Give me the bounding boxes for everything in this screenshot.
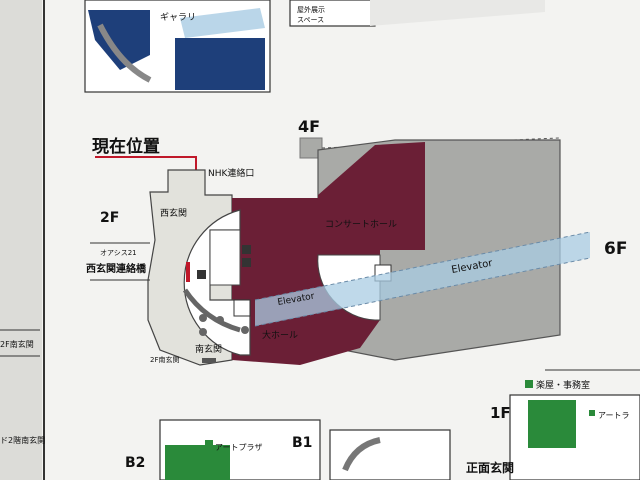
pillar-icon	[199, 314, 207, 322]
you-are-here-title: 現在位置	[92, 136, 160, 157]
west-entrance-label: 西玄関	[160, 207, 187, 219]
nhk-link-label: NHK連絡口	[208, 167, 254, 179]
oasis21-label: オアシス21	[100, 249, 137, 257]
restroom-icon	[197, 270, 206, 279]
concert-hall-label: コンサートホール	[325, 219, 397, 230]
green-room-label: 楽屋・事務室	[536, 379, 590, 391]
accessible-restroom-icon	[242, 258, 251, 267]
left-edge-legend: 2F南玄関 ド2階南玄関	[0, 329, 45, 445]
outdoor-exhibition-label: 屋外展示スペース	[297, 5, 325, 24]
left-edge-label-a: 2F南玄関	[0, 339, 34, 349]
elevator-shaft-band	[255, 232, 590, 326]
south-entrance-2f-label: 2F南玄関	[150, 355, 179, 364]
top-inset-floor: ギャラリ 屋外展示スペース	[84, 0, 545, 93]
floor-1f-label: 1F	[490, 404, 511, 422]
elevator-icon	[233, 299, 251, 317]
west-bridge-label: 西玄関連絡橋	[86, 262, 147, 275]
floor-4f-label: 4F	[298, 117, 320, 136]
floor-b2-label: B2	[125, 455, 145, 471]
main-hall-label: 大ホール	[262, 329, 298, 341]
escalator-2f	[182, 288, 241, 333]
navy-block-right	[175, 38, 265, 90]
left-edge-label-b: ド2階南玄関	[0, 435, 45, 445]
gallery-label: ギャラリ	[160, 12, 196, 23]
lower-floor-plans	[159, 369, 640, 480]
left-wall	[0, 0, 42, 480]
stairs-icon	[242, 245, 251, 254]
main-entrance-label: 正面玄関	[466, 460, 514, 475]
navy-block-left	[88, 10, 150, 70]
south-entrance-label: 南玄関	[195, 343, 222, 355]
green-room-area	[528, 400, 576, 448]
concert-hall-area	[318, 142, 425, 250]
elevator-band-top	[180, 8, 265, 38]
floor-b1-label: B1	[292, 435, 312, 451]
current-location-marker	[186, 262, 190, 282]
art-label-right: アートラ	[598, 411, 630, 420]
art-plaza-area	[165, 445, 230, 480]
art-plaza-label: アートプラザ	[215, 443, 263, 452]
floor-2f-label: 2F	[100, 210, 119, 226]
south-stairs-icon	[202, 358, 216, 363]
floor-6f-label: 6F	[604, 239, 627, 259]
